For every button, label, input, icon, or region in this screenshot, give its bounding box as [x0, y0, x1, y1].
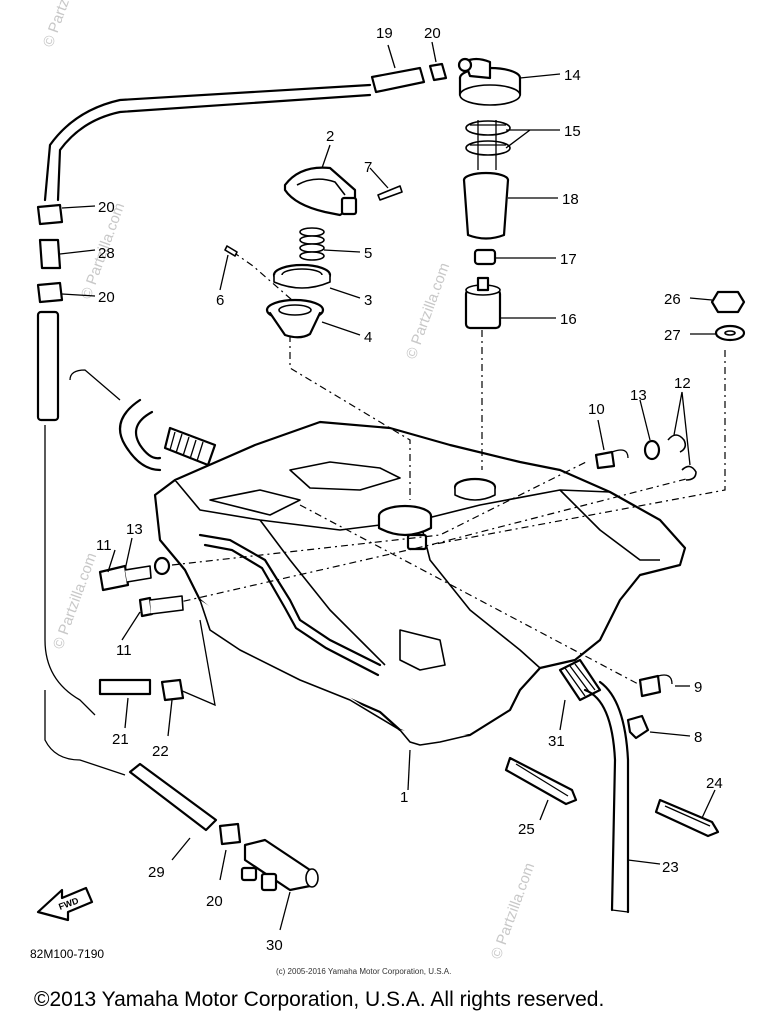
part-10-clamp: [594, 450, 616, 470]
callout-31: 31: [548, 733, 565, 750]
callout-20c: 20: [98, 289, 115, 306]
callout-19: 19: [376, 25, 393, 42]
assembly-lines: [44, 251, 726, 776]
callout-10: 10: [588, 401, 605, 418]
callout-16: 16: [560, 311, 577, 328]
callout-5: 5: [364, 245, 372, 262]
part-11-bolt: [138, 595, 184, 618]
watermark: © Partzilla.com: [488, 861, 539, 962]
callout-25: 25: [518, 821, 535, 838]
callout-12: 12: [674, 375, 691, 392]
callout-11b: 11: [116, 642, 132, 659]
footer-copyright: ©2013 Yamaha Motor Corporation, U.S.A. A…: [34, 988, 604, 1011]
callout-22: 22: [152, 743, 169, 760]
part-13-washer: [643, 439, 661, 461]
part-19-hose: [370, 66, 426, 94]
part-2-cap: [283, 166, 358, 217]
part-18-pump: [462, 120, 510, 240]
callout-4: 4: [364, 329, 372, 346]
part-9-clamp: [638, 674, 662, 698]
fuel-tank: [153, 420, 687, 746]
callout-2: 2: [326, 128, 334, 145]
part-25-tie: [504, 756, 578, 806]
part-28-joint: [38, 238, 62, 270]
part-26-nut: [710, 290, 746, 314]
callout-18: 18: [562, 191, 579, 208]
part-16-filter: [464, 276, 502, 330]
part-12-clip: [681, 465, 697, 481]
part-20-clamp: [36, 281, 64, 304]
part-14-cap: [457, 57, 522, 106]
fwd-arrow-icon: FWD: [36, 886, 94, 922]
part-4-neck: [265, 298, 325, 339]
part-12-clip: [667, 434, 687, 453]
callout-6: 6: [216, 292, 224, 309]
diagram-code: 82M100-7190: [30, 947, 104, 961]
part-27-washer: [714, 324, 746, 342]
part-15-rings: [465, 120, 511, 156]
watermark: © Partzilla.com: [40, 0, 91, 49]
callout-9: 9: [694, 679, 702, 696]
part-21-hose: [98, 678, 152, 696]
callout-17: 17: [560, 251, 577, 268]
part-3-ring: [272, 263, 332, 289]
callout-11a: 11: [96, 537, 112, 554]
callout-28: 28: [98, 245, 115, 262]
watermark: © Partzilla.com: [50, 551, 101, 652]
callout-20a: 20: [424, 25, 441, 42]
part-7-pin: [377, 185, 403, 201]
callout-27: 27: [664, 327, 681, 344]
callout-23: 23: [662, 859, 679, 876]
callout-leaders: [59, 41, 716, 931]
callout-26: 26: [664, 291, 681, 308]
callout-21: 21: [112, 731, 129, 748]
callout-13a: 13: [630, 387, 647, 404]
small-copyright: (c) 2005-2016 Yamaha Motor Corporation, …: [276, 967, 451, 976]
callout-14: 14: [564, 67, 581, 84]
callout-24: 24: [706, 775, 723, 792]
callout-30: 30: [266, 937, 283, 954]
part-5-spring: [299, 227, 325, 261]
part-30-tee: [240, 838, 319, 892]
callout-1: 1: [400, 789, 408, 806]
callout-20d: 20: [206, 893, 223, 910]
callout-7: 7: [364, 159, 372, 176]
part-17-clip: [473, 248, 497, 266]
callout-8: 8: [694, 729, 702, 746]
callout-20b: 20: [98, 199, 115, 216]
part-20-clamp: [218, 822, 242, 846]
callout-3: 3: [364, 292, 372, 309]
part-11-bolt: [98, 564, 152, 592]
hoses: [36, 83, 630, 914]
part-13-washer: [153, 556, 171, 576]
part-22-clamp: [160, 678, 185, 702]
watermark: © Partzilla.com: [403, 261, 454, 362]
callout-15: 15: [564, 123, 581, 140]
part-20-clamp: [428, 62, 448, 82]
callout-13b: 13: [126, 521, 143, 538]
part-6-pin: [224, 245, 238, 257]
part-8-cap: [626, 714, 650, 740]
part-29-hose: [128, 762, 218, 832]
part-24-tie: [654, 798, 720, 838]
part-20-clamp: [36, 203, 64, 226]
callout-29: 29: [148, 864, 165, 881]
callout-labels: 1 2 3 4 5 6 7 8 9 10 11 11 12 13 13 14 1…: [96, 25, 723, 954]
